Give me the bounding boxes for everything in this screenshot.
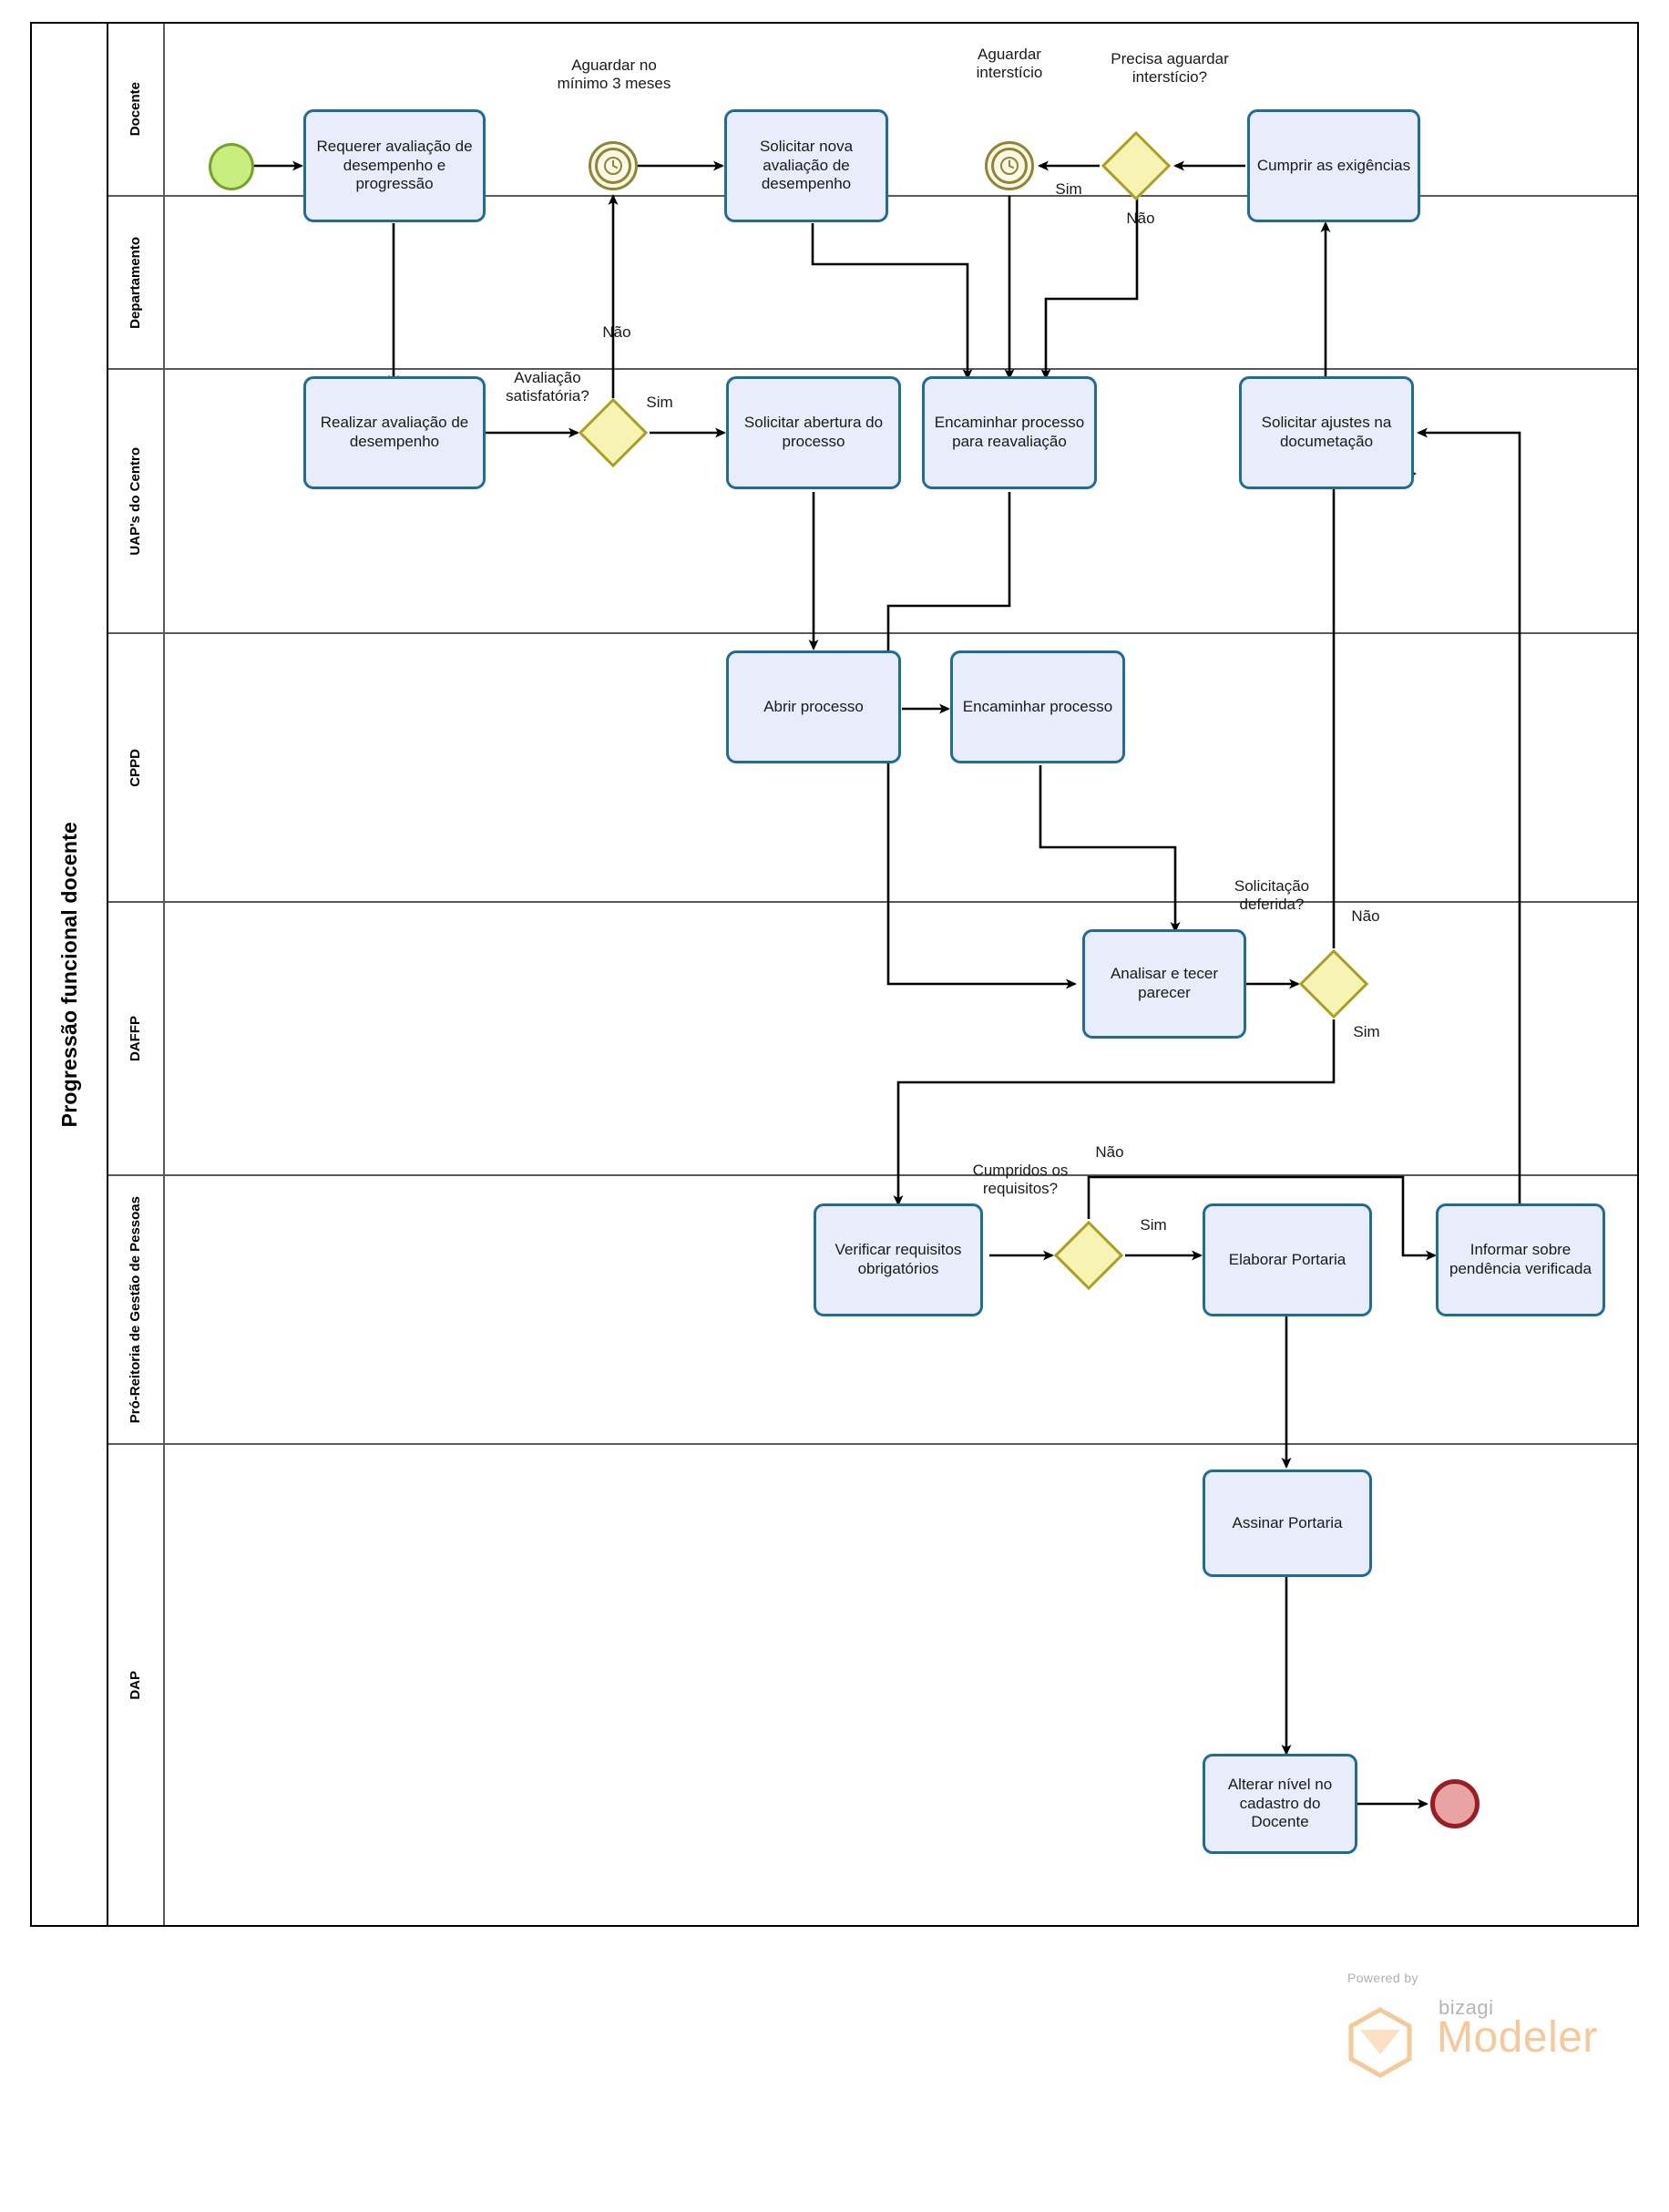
timer-3-meses-label: Aguardar no mínimo 3 meses xyxy=(557,56,671,93)
lane-body-departamento xyxy=(165,197,1637,368)
timer-3-meses-icon[interactable] xyxy=(589,141,638,190)
task-label: Alterar nível no cadastro do Docente xyxy=(1227,1775,1333,1831)
lane-label-docente: Docente xyxy=(108,24,165,195)
task-label: Solicitar ajustes na documetação xyxy=(1261,414,1392,450)
task-informar-pendencia-verificada[interactable]: Informar sobre pendência verificada xyxy=(1436,1203,1605,1316)
lane-departamento: Departamento xyxy=(108,197,1637,370)
task-label: Solicitar abertura do processo xyxy=(743,414,884,450)
lane-daffp-label: DAFFP xyxy=(127,1016,143,1061)
bizagi-logo-icon xyxy=(1348,2007,1412,2078)
watermark-brand: bizagi xyxy=(1439,1996,1494,2019)
task-elaborar-portaria[interactable]: Elaborar Portaria xyxy=(1203,1203,1372,1316)
gateway-avaliacao-satisfatoria-label: Avaliação satisfatória? xyxy=(506,369,589,405)
lane-uaps-label: UAP's do Centro xyxy=(127,446,143,556)
task-label: Abrir processo xyxy=(763,697,864,715)
lane-body-daffp xyxy=(165,903,1637,1174)
lane-container: Docente Departamento UAP's do Centro CPP… xyxy=(108,24,1637,1925)
task-encaminhar-processo-reavaliacao[interactable]: Encaminhar processo para reavaliação xyxy=(922,376,1097,489)
task-abrir-processo[interactable]: Abrir processo xyxy=(726,650,901,763)
task-alterar-nivel-cadastro-docente[interactable]: Alterar nível no cadastro do Docente xyxy=(1203,1754,1357,1854)
timer-intersticio-label: Aguardar interstício xyxy=(976,46,1043,82)
task-label: Analisar e tecer parecer xyxy=(1110,965,1219,1001)
flow-label-avaliacao-sim: Sim xyxy=(646,394,673,411)
clock-icon xyxy=(604,157,622,175)
lane-cppd-label: CPPD xyxy=(127,748,143,787)
flow-label-deferida-nao: Não xyxy=(1351,907,1380,925)
clock-icon xyxy=(1000,157,1019,175)
flow-label-requisitos-sim: Sim xyxy=(1140,1216,1167,1234)
task-verificar-requisitos-obrigatorios[interactable]: Verificar requisitos obrigatórios xyxy=(814,1203,983,1316)
lane-dap-label: DAP xyxy=(127,1670,143,1700)
task-label: Assinar Portaria xyxy=(1232,1513,1343,1531)
flow-label-requisitos-nao: Não xyxy=(1095,1143,1124,1161)
pool-progressao-funcional-docente: Progressão funcional docente Docente Dep… xyxy=(30,22,1639,1927)
flow-label-deferida-sim: Sim xyxy=(1353,1023,1380,1040)
lane-departamento-label: Departamento xyxy=(127,236,143,329)
task-label: Elaborar Portaria xyxy=(1228,1250,1346,1268)
lane-body-cppd xyxy=(165,634,1637,901)
lane-body-dap xyxy=(165,1445,1637,1925)
lane-label-uaps: UAP's do Centro xyxy=(108,370,165,632)
flow-label-intersticio-nao: Não xyxy=(1126,210,1155,227)
task-solicitar-ajustes-documentacao[interactable]: Solicitar ajustes na documetação xyxy=(1239,376,1414,489)
lane-docente-label: Docente xyxy=(127,82,143,137)
gateway-cumpridos-requisitos-label: Cumpridos os requisitos? xyxy=(972,1162,1069,1198)
task-cumprir-exigencias[interactable]: Cumprir as exigências xyxy=(1247,109,1420,222)
pool-title: Progressão funcional docente xyxy=(32,24,108,1925)
lane-daffp: DAFFP xyxy=(108,903,1637,1176)
lane-label-progep: Pró-Reitoria de Gestão de Pessoas xyxy=(108,1176,165,1443)
pool-title-label: Progressão funcional docente xyxy=(56,821,81,1128)
flow-label-avaliacao-nao: Não xyxy=(602,323,631,341)
task-label: Requerer avaliação de desempenho e progr… xyxy=(316,137,473,193)
lane-dap: DAP xyxy=(108,1445,1637,1925)
task-requerer-avaliacao[interactable]: Requerer avaliação de desempenho e progr… xyxy=(303,109,486,222)
lane-pro-reitoria-gestao-pessoas: Pró-Reitoria de Gestão de Pessoas xyxy=(108,1176,1637,1445)
task-label: Encaminhar processo xyxy=(962,697,1113,715)
lane-cppd: CPPD xyxy=(108,634,1637,903)
task-label: Cumprir as exigências xyxy=(1256,156,1411,174)
task-label: Solicitar nova avaliação de desempenho xyxy=(759,137,854,193)
task-label: Verificar requisitos obrigatórios xyxy=(834,1241,962,1277)
timer-intersticio-icon[interactable] xyxy=(985,141,1034,190)
task-solicitar-abertura-processo[interactable]: Solicitar abertura do processo xyxy=(726,376,901,489)
bizagi-modeler-watermark: Powered by bizagi Modeler xyxy=(1309,1971,1597,2080)
task-solicitar-nova-avaliacao[interactable]: Solicitar nova avaliação de desempenho xyxy=(724,109,888,222)
watermark-powered-by: Powered by xyxy=(1347,1971,1418,1985)
lane-uaps-do-centro: UAP's do Centro xyxy=(108,370,1637,634)
start-event[interactable] xyxy=(209,143,254,190)
end-event[interactable] xyxy=(1430,1779,1480,1828)
task-label: Realizar avaliação de desempenho xyxy=(320,414,469,450)
task-assinar-portaria[interactable]: Assinar Portaria xyxy=(1203,1470,1372,1577)
task-analisar-tecer-parecer[interactable]: Analisar e tecer parecer xyxy=(1082,929,1246,1039)
lane-progep-label: Pró-Reitoria de Gestão de Pessoas xyxy=(127,1195,143,1424)
task-label: Informar sobre pendência verificada xyxy=(1449,1241,1592,1277)
lane-label-dap: DAP xyxy=(108,1445,165,1925)
task-label: Encaminhar processo para reavaliação xyxy=(934,414,1085,450)
task-realizar-avaliacao-desempenho[interactable]: Realizar avaliação de desempenho xyxy=(303,376,486,489)
lane-label-departamento: Departamento xyxy=(108,197,165,368)
gateway-solicitacao-deferida-label: Solicitação deferida? xyxy=(1234,877,1310,914)
gateway-precisa-intersticio-label: Precisa aguardar interstício? xyxy=(1111,50,1229,87)
flow-label-intersticio-sim: Sim xyxy=(1055,180,1082,198)
lane-label-daffp: DAFFP xyxy=(108,903,165,1174)
lane-label-cppd: CPPD xyxy=(108,634,165,901)
task-encaminhar-processo[interactable]: Encaminhar processo xyxy=(950,650,1125,763)
watermark-product: Modeler xyxy=(1437,2013,1598,2062)
